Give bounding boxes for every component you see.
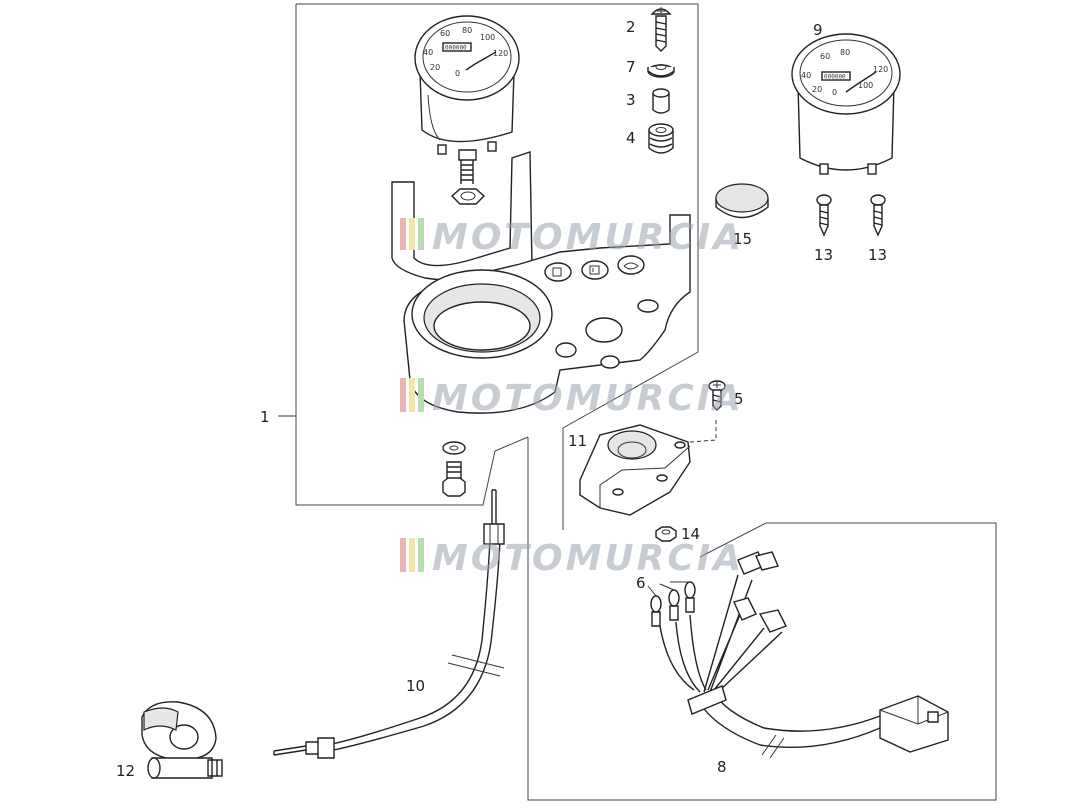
- light-icon: [589, 265, 600, 275]
- callout-1: 1: [260, 408, 270, 426]
- dial-number-20: 20: [430, 63, 440, 72]
- callout-2: 2: [626, 18, 636, 36]
- callout-12: 12: [116, 762, 135, 780]
- callout-9: 9: [813, 21, 823, 39]
- fuel-icon: [552, 267, 562, 277]
- bottom-bolt: [442, 441, 466, 497]
- callout-14: 14: [681, 525, 700, 543]
- dial-number-80: 80: [462, 26, 472, 35]
- washer-part-7: [647, 64, 675, 78]
- screw-part-13-right: [870, 194, 886, 237]
- screw-part-2: [650, 7, 672, 52]
- callout-13-left: 13: [814, 246, 833, 264]
- dial2-number-0: 0: [832, 88, 837, 97]
- watermark-middle: MOTOMURCIA: [400, 378, 744, 419]
- callout-13-right: 13: [868, 246, 887, 264]
- needle2-icon: [845, 71, 877, 93]
- needle-icon: [465, 51, 497, 71]
- dial-number-60: 60: [440, 29, 450, 38]
- callout-4: 4: [626, 129, 636, 147]
- dial2-number-120: 120: [873, 65, 888, 74]
- odometer-digits: 000000: [445, 45, 467, 52]
- dial-number-0: 0: [455, 69, 460, 78]
- watermark-text-bottom: MOTOMURCIA: [432, 538, 744, 579]
- nut-part-14: [655, 526, 677, 542]
- dashboard-housing: [403, 214, 691, 414]
- callout-10: 10: [406, 677, 425, 695]
- callout-3: 3: [626, 91, 636, 109]
- dial-number-40: 40: [423, 48, 433, 57]
- callout-15: 15: [733, 230, 752, 248]
- wiring-harness-group-box: [527, 437, 997, 801]
- callout-11: 11: [568, 432, 587, 450]
- spacer-part-3: [652, 88, 670, 114]
- dial2-number-80: 80: [840, 48, 850, 57]
- speedometer-cable-part-10: [273, 489, 505, 759]
- watermark-top: MOTOMURCIA: [400, 217, 744, 258]
- callout-7: 7: [626, 58, 636, 76]
- mount-part-11: [579, 418, 717, 516]
- odometer2-digits: 000000: [824, 74, 846, 81]
- dial2-number-20: 20: [812, 85, 822, 94]
- watermark-text-middle: MOTOMURCIA: [432, 378, 744, 419]
- screw-part-5: [708, 380, 726, 411]
- grommet-part-4: [648, 123, 674, 154]
- cap-part-15: [715, 183, 769, 219]
- speedometer-part-9: 0 20 40 60 80 100 120 000000: [791, 33, 901, 175]
- speedometer-drive-part-12: [141, 701, 223, 779]
- oil-icon: [623, 262, 639, 270]
- wiring-harness-part-8: [659, 551, 949, 759]
- callout-5: 5: [734, 390, 744, 408]
- speedometer-assembly: 0 20 40 60 80 100 120 000000: [414, 15, 520, 205]
- watermark-text-top: MOTOMURCIA: [432, 217, 744, 258]
- dial-number-100: 100: [480, 33, 495, 42]
- instrument-cluster-group-box: [295, 3, 699, 530]
- watermark-bottom: MOTOMURCIA: [400, 538, 744, 579]
- callout-6: 6: [636, 574, 646, 592]
- dial2-number-60: 60: [820, 52, 830, 61]
- dial2-number-100: 100: [858, 81, 873, 90]
- bulb-set-part-6: [647, 581, 696, 627]
- callout-8: 8: [717, 758, 727, 776]
- dial2-number-40: 40: [801, 71, 811, 80]
- dial-number-120: 120: [493, 49, 508, 58]
- screw-part-13-left: [816, 194, 832, 237]
